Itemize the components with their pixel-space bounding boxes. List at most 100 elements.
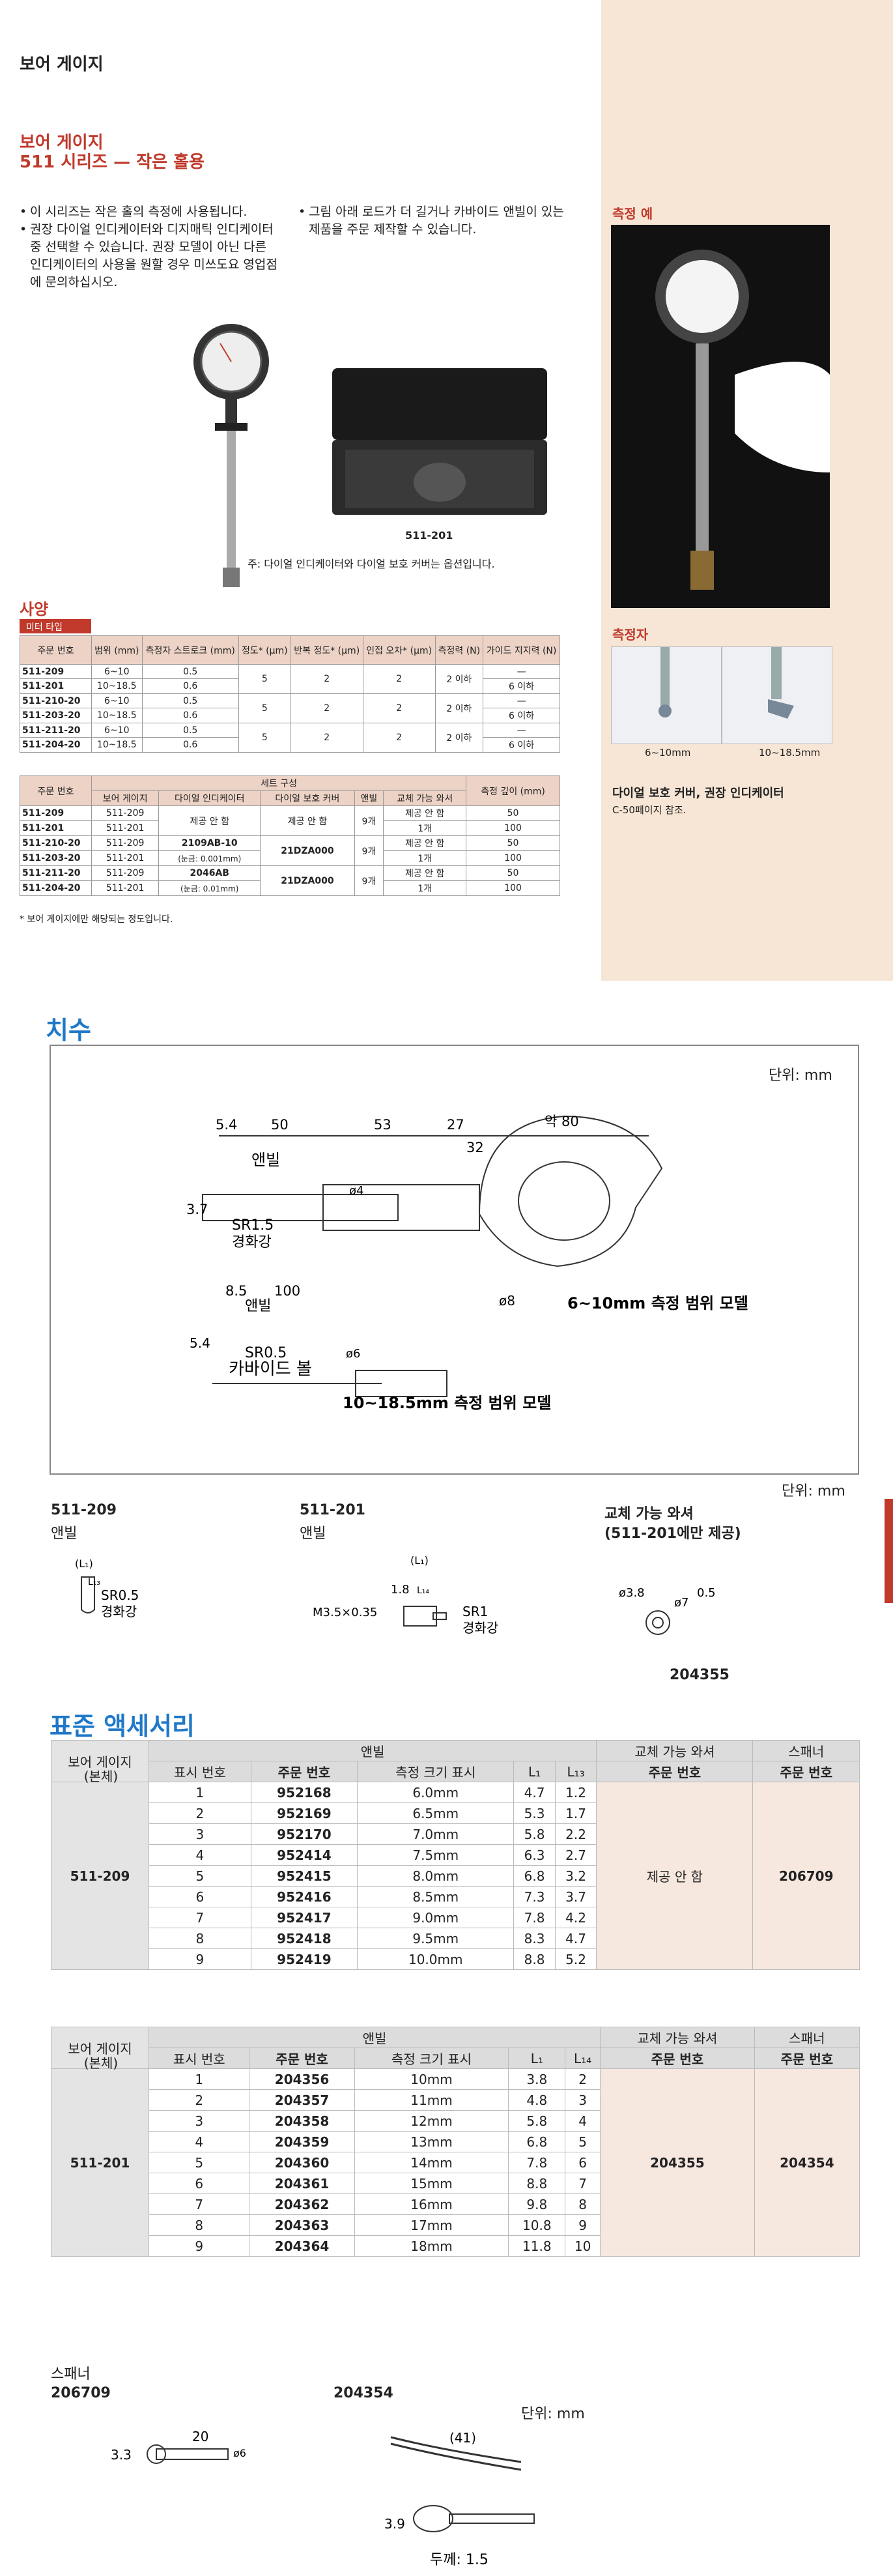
dimension-drawing-box [50,1045,859,1475]
model-a-label: 6~10mm 측정 범위 모델 [567,1294,748,1312]
carbide-label: 카바이드 볼 [229,1359,312,1379]
svg-text:(L₁): (L₁) [75,1557,93,1570]
svg-text:SR0.5: SR0.5 [101,1587,139,1603]
sr05-label: SR0.5 [245,1345,287,1361]
dim-8-5: 8.5 [225,1283,247,1299]
washer-title-2: (511-201에만 제공) [604,1526,741,1542]
storage-case-photo [332,368,547,515]
dim-3-7: 3.7 [186,1202,208,1217]
svg-text:1.8: 1.8 [391,1583,410,1597]
spec-header: 반복 정도* (µm) [290,635,363,665]
unit-label-2: 단위: mm [782,1483,845,1499]
spec-header: 범위 (mm) [91,635,143,665]
dim-50: 50 [271,1117,289,1133]
bore-gauge-photo [193,324,269,587]
unit-label: 단위: mm [769,1067,832,1084]
set-table: 주문 번호 세트 구성 측정 깊이 (mm) 보어 게이지 다이얼 인디케이터 … [20,775,560,896]
model-b-label: 10~18.5mm 측정 범위 모델 [343,1394,551,1412]
dim-phi4: ø4 [349,1184,363,1198]
spec-header: 측정력 (N) [434,635,484,665]
svg-text:SR1: SR1 [462,1604,488,1619]
page-tab-marker [885,1499,893,1603]
dim-80: 약 80 [545,1114,579,1129]
sr15-label: SR1.5 [232,1217,274,1234]
anvil-201-drawing: (L₁) 1.8 L₁₄ M3.5×0.35 SR1 경화강 [313,1554,498,1636]
svg-text:3.9: 3.9 [384,2516,405,2532]
series-title-1: 보어 게이지 [20,133,104,152]
series-title-2: 511 시리즈 — 작은 홀용 [20,152,205,172]
spec-title: 사양 [20,600,49,618]
svg-text:(L₁): (L₁) [410,1554,429,1567]
bore-gauge-drawing: 5.4 50 53 27 32 약 80 앤빌 ø4 3.7 SR1.5 경화강… [186,1114,748,1412]
spec-header: 정도* (µm) [238,635,291,665]
svg-text:0.5: 0.5 [697,1586,716,1600]
example-title: 측정 예 [612,206,653,222]
svg-text:3.3: 3.3 [111,2447,132,2463]
feature-list-right: 그림 아래 로드가 더 길거나 카바이드 앤빌이 있는 제품을 주문 제작할 수… [298,203,572,239]
dim-27: 27 [447,1117,464,1133]
spec-table: 주문 번호 범위 (mm) 측정자 스트로크 (mm) 정도* (µm) 반복 … [20,635,560,753]
cover-ref: C-50페이지 참조. [612,804,687,816]
set-header: 측정 깊이 (mm) [466,775,560,806]
spec-header: 주문 번호 [20,635,92,665]
spec-header: 인접 오차* (µm) [362,635,436,665]
washer-no: 204355 [670,1667,730,1683]
optional-note: 주: 다이얼 인디케이터와 다이얼 보호 커버는 옵션입니다. [248,558,495,570]
dim-100: 100 [274,1283,300,1299]
dim-phi6: ø6 [346,1347,360,1361]
dim-phi8: ø8 [499,1293,515,1309]
metric-tab: 미터 타입 [20,619,91,633]
svg-text:L₁₃: L₁₃ [88,1577,100,1587]
list-item: 이 시리즈는 작은 홀의 측정에 사용됩니다. [20,203,280,221]
anvil2-name: 앤빌 [300,1526,326,1542]
spanner-206709-drawing: 20 3.3 ø6 [111,2429,246,2464]
dim-32: 32 [466,1140,484,1155]
accessory-table-209: 보어 게이지 앤빌 교체 가능 와셔 스패너 표시 번호 주문 번호 측정 크기… [51,1740,860,1970]
spanner-unit: 단위: mm [521,2406,585,2422]
svg-text:20: 20 [192,2429,208,2444]
dim-53: 53 [374,1117,391,1133]
anvil-209-drawing: (L₁) L₁₃ SR0.5 경화강 [75,1557,139,1619]
spec-header: 가이드 지지력 (N) [483,635,560,665]
anvil-label: 앤빌 [251,1151,280,1169]
feature-list-left: 이 시리즈는 작은 홀의 측정에 사용됩니다. 권장 다이얼 인디케이터와 디지… [20,203,280,291]
set-header: 세트 구성 [91,775,467,791]
cover-title: 다이얼 보호 커버, 권장 인디케이터 [612,787,784,800]
svg-text:ø3.8: ø3.8 [619,1586,645,1600]
spanner-no-1: 206709 [51,2385,111,2401]
list-item: 권장 다이얼 인디케이터와 디지매틱 인디케이터 중 선택할 수 있습니다. 권… [20,221,280,291]
spec-header: 측정자 스트로크 (mm) [141,635,239,665]
case-label: 511-201 [405,529,453,542]
svg-text:(41): (41) [449,2430,476,2446]
svg-text:L₁₄: L₁₄ [417,1585,429,1596]
spanner-204354-drawing: (41) 3.9 두께: 1.5 [384,2430,535,2568]
probe-label-b: 10~18.5mm [759,747,821,759]
anvil1-name: 앤빌 [51,1526,78,1542]
set-header: 주문 번호 [20,775,92,806]
page-title: 보어 게이지 [20,55,104,74]
svg-text:경화강: 경화강 [101,1604,137,1619]
probe-title: 측정자 [612,627,649,643]
accessory-table-201: 보어 게이지 앤빌 교체 가능 와셔 스패너 표시 번호 주문 번호 측정 크기… [51,2027,860,2257]
acc-title: 표준 액세서리 [50,1712,195,1741]
